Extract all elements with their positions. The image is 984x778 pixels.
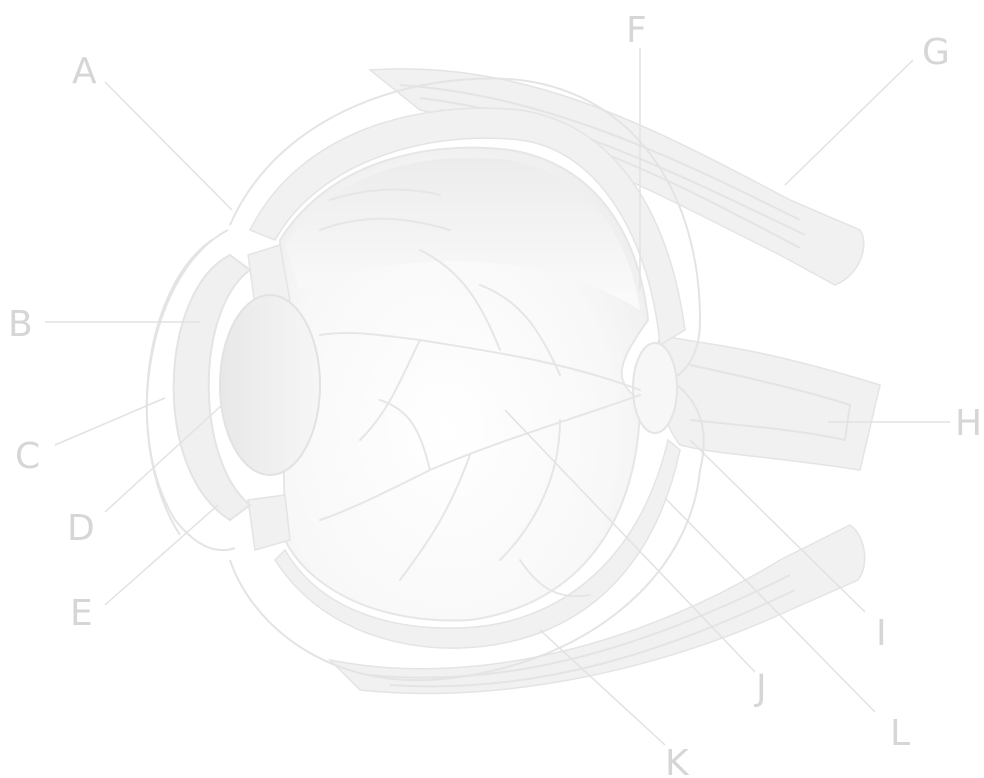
label-e: E — [70, 593, 93, 634]
label-f: F — [626, 10, 647, 51]
label-d: D — [67, 508, 95, 549]
label-l: L — [890, 713, 910, 754]
optic-disc — [633, 343, 677, 433]
label-j: J — [754, 668, 767, 709]
label-b: B — [8, 304, 33, 345]
choroid-retina — [280, 148, 648, 621]
label-g: G — [922, 32, 950, 73]
label-h: H — [955, 403, 982, 444]
label-i: I — [876, 613, 887, 654]
label-c: C — [15, 436, 40, 477]
optic-nerve — [656, 335, 880, 470]
lens — [220, 295, 320, 475]
label-a: A — [72, 51, 97, 92]
label-k: K — [665, 743, 690, 778]
